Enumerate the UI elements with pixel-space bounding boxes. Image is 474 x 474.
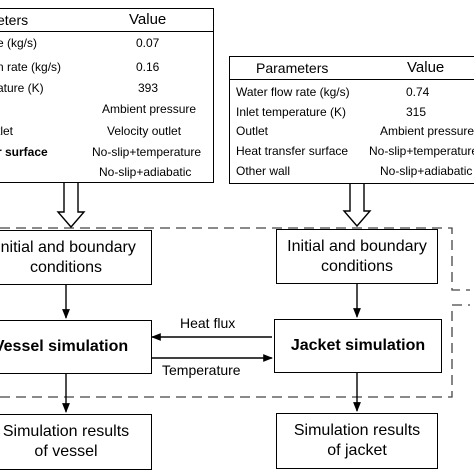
table-row: ature (K) 393 bbox=[0, 81, 159, 95]
table-row: n rate (kg/s) 0.16 bbox=[0, 60, 160, 74]
heat-flux-label: Heat flux bbox=[180, 315, 236, 331]
left-conditions-box: Initial and boundary conditions bbox=[0, 230, 152, 285]
left-parameter-table: eters Value e (kg/s) 0.07 n rate (kg/s) … bbox=[0, 8, 214, 183]
hollow-arrow-right bbox=[342, 182, 372, 228]
left-table-header-value: Value bbox=[129, 11, 167, 28]
table-row: r surface No-slip+temperature bbox=[0, 145, 202, 159]
table-row: Water flow rate (kg/s) 0.74 bbox=[236, 85, 430, 99]
right-parameter-table: Parameters Value Water flow rate (kg/s) … bbox=[229, 56, 474, 184]
left-table-header: eters Value bbox=[0, 9, 213, 32]
right-table-header-value: Value bbox=[407, 59, 445, 76]
jacket-simulation-box: Jacket simulation bbox=[274, 319, 442, 373]
table-row: Other wall No-slip+adiabatic bbox=[236, 164, 473, 178]
table-row: Heat transfer surface No-slip+temperatur… bbox=[236, 144, 474, 158]
jacket-results-box: Simulation results of jacket bbox=[276, 413, 438, 469]
vessel-results-box: Simulation results of vessel bbox=[0, 414, 152, 470]
left-table-header-param: eters bbox=[0, 12, 29, 28]
dashed-outline-vessel bbox=[0, 227, 470, 291]
right-table-header: Parameters Value bbox=[230, 57, 474, 80]
table-row: Ambient pressure bbox=[102, 102, 197, 116]
dashed-outline-jacket bbox=[0, 304, 470, 398]
table-row: No-slip+adiabatic bbox=[99, 165, 192, 179]
table-row: Outlet Ambient pressure bbox=[236, 124, 474, 138]
right-conditions-box: Initial and boundary conditions bbox=[276, 229, 438, 284]
table-row: tlet Velocity outlet bbox=[0, 124, 182, 138]
hollow-arrow-left bbox=[56, 181, 86, 229]
vessel-simulation-box: Vessel simulation bbox=[0, 320, 152, 374]
table-row: e (kg/s) 0.07 bbox=[0, 36, 160, 50]
temperature-label: Temperature bbox=[162, 362, 241, 378]
right-table-header-param: Parameters bbox=[256, 60, 329, 76]
table-row: Inlet temperature (K) 315 bbox=[236, 105, 427, 119]
